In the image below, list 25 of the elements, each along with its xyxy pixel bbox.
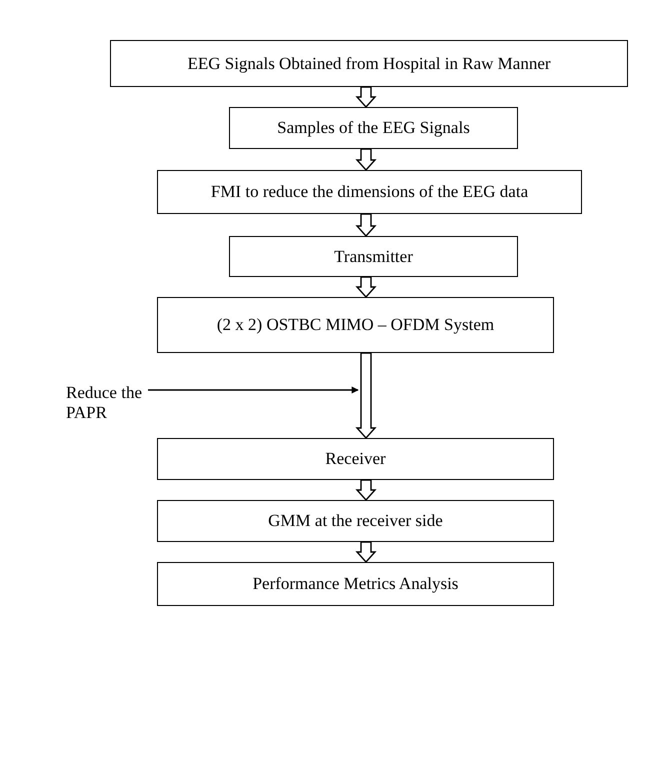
- block-arrow: [355, 86, 377, 108]
- block-arrow: [355, 352, 377, 440]
- process-box: [157, 297, 554, 353]
- arrow: [148, 386, 359, 394]
- process-box: [229, 236, 518, 277]
- box-label: Receiver: [325, 449, 386, 469]
- block-arrow: [355, 276, 377, 298]
- box-label: FMI to reduce the dimensions of the EEG data: [210, 182, 528, 202]
- block-arrow: [355, 541, 377, 564]
- process-box: [157, 562, 554, 606]
- process-box: [157, 438, 554, 480]
- box-label: Reduce the PAPR: [66, 383, 143, 423]
- box-label: EEG Signals Obtained from Hospital in Raw Manner: [187, 54, 551, 74]
- process-box: [229, 107, 518, 149]
- block-arrow: [355, 479, 377, 502]
- box-label: Samples of the EEG Signals: [277, 118, 470, 138]
- process-box: [157, 500, 554, 542]
- box-label: Performance Metrics Analysis: [252, 574, 458, 594]
- block-arrow: [355, 213, 377, 238]
- block-arrow: [355, 148, 377, 172]
- box-label: Transmitter: [334, 246, 413, 266]
- process-box: [157, 170, 582, 214]
- box-label: (2 x 2) OSTBC MIMO – OFDM System: [216, 315, 494, 335]
- process-box: [110, 40, 628, 87]
- box-label: GMM at the receiver side: [268, 511, 443, 531]
